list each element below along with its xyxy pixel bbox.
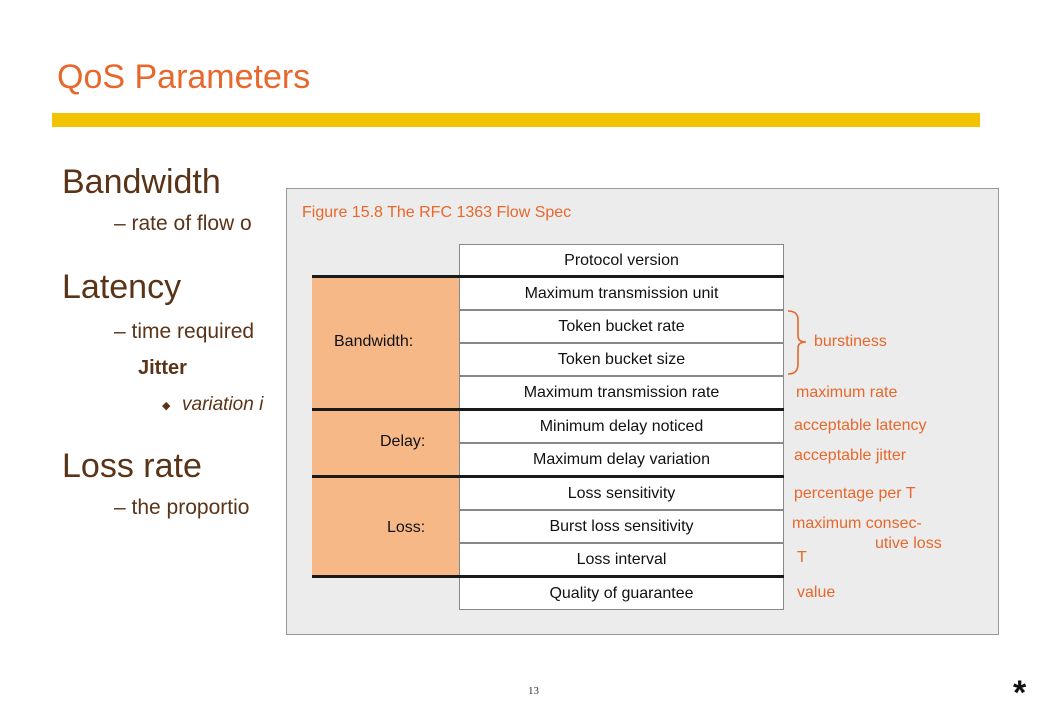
group-band-loss — [312, 477, 459, 577]
flowspec-row-max-delay-variation: Maximum delay variation — [459, 443, 784, 476]
bullet-loss-sub: – the proportio — [114, 496, 250, 519]
group-label-loss: Loss: — [387, 519, 426, 536]
flowspec-row-max-transmission-rate: Maximum transmission rate — [459, 376, 784, 409]
group-label-delay: Delay: — [380, 433, 426, 450]
bullet-jitter-heading: Jitter — [138, 357, 187, 379]
annotation-consec-line1: maximum consec- — [792, 515, 922, 532]
flowspec-row-min-delay-noticed: Minimum delay noticed — [459, 410, 784, 443]
title-rule — [52, 113, 980, 127]
annotation-t: T — [797, 549, 807, 566]
group-separator — [312, 408, 784, 411]
annotation-jitter: acceptable jitter — [794, 447, 907, 464]
slide-title: QoS Parameters — [57, 58, 311, 96]
page-number: 13 — [528, 685, 539, 697]
group-separator — [312, 575, 784, 578]
bullet-jitter-sub: variation i — [182, 394, 264, 415]
group-separator — [312, 275, 784, 278]
annotation-value: value — [797, 584, 836, 601]
corner-mark: * — [1013, 674, 1027, 712]
group-band-delay — [312, 410, 459, 477]
annotation-consec-line2: utive loss — [875, 535, 942, 552]
flowspec-row-loss-interval: Loss interval — [459, 543, 784, 576]
annotation-max-rate: maximum rate — [796, 384, 898, 401]
bullet-loss-heading: Loss rate — [62, 447, 202, 485]
diamond-bullet-icon: ◆ — [162, 400, 171, 412]
flowspec-row-token-bucket-size: Token bucket size — [459, 343, 784, 376]
figure-caption: Figure 15.8 The RFC 1363 Flow Spec — [302, 204, 572, 221]
annotation-percentage: percentage per T — [794, 485, 916, 502]
annotation-burstiness: burstiness — [814, 333, 887, 350]
flowspec-row-loss-sensitivity: Loss sensitivity — [459, 477, 784, 510]
bullet-bandwidth-heading: Bandwidth — [62, 163, 221, 201]
flowspec-row-max-transmission-unit: Maximum transmission unit — [459, 277, 784, 310]
brace-icon — [787, 310, 807, 375]
flowspec-row-quality-of-guarantee: Quality of guarantee — [459, 577, 784, 610]
group-separator — [312, 475, 784, 478]
bullet-latency-heading: Latency — [62, 268, 182, 306]
group-label-bandwidth: Bandwidth: — [334, 333, 414, 350]
flowspec-row-token-bucket-rate: Token bucket rate — [459, 310, 784, 343]
flowspec-row-burst-loss-sensitivity: Burst loss sensitivity — [459, 510, 784, 543]
bullet-bandwidth-sub: – rate of flow o — [114, 212, 252, 235]
flowspec-row-protocol-version: Protocol version — [459, 244, 784, 277]
bullet-latency-sub: – time required — [114, 320, 255, 343]
annotation-latency: acceptable latency — [794, 417, 927, 434]
group-band-bandwidth — [312, 277, 459, 410]
